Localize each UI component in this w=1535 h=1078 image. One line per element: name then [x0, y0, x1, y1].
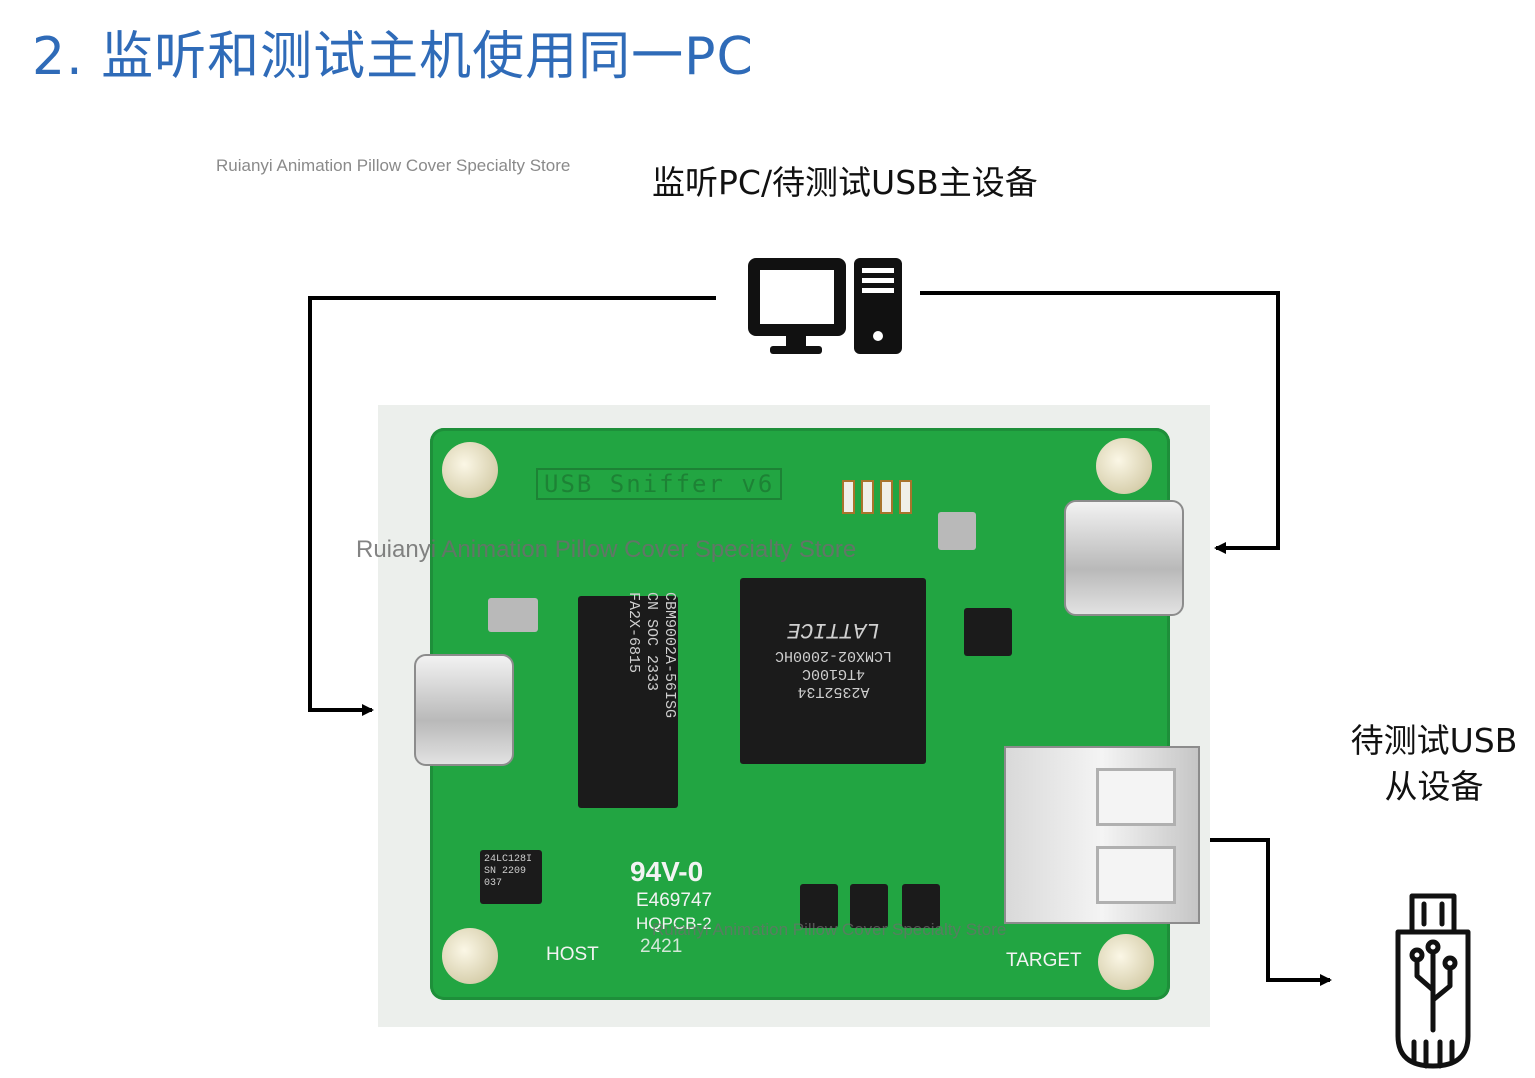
arrow-pc-to-host	[310, 298, 716, 710]
arrow-pc-to-monitor	[920, 293, 1278, 548]
arrow-target-to-device	[1210, 840, 1330, 980]
usb-stick-icon	[1398, 896, 1468, 1066]
desktop-computer-icon	[748, 258, 902, 354]
